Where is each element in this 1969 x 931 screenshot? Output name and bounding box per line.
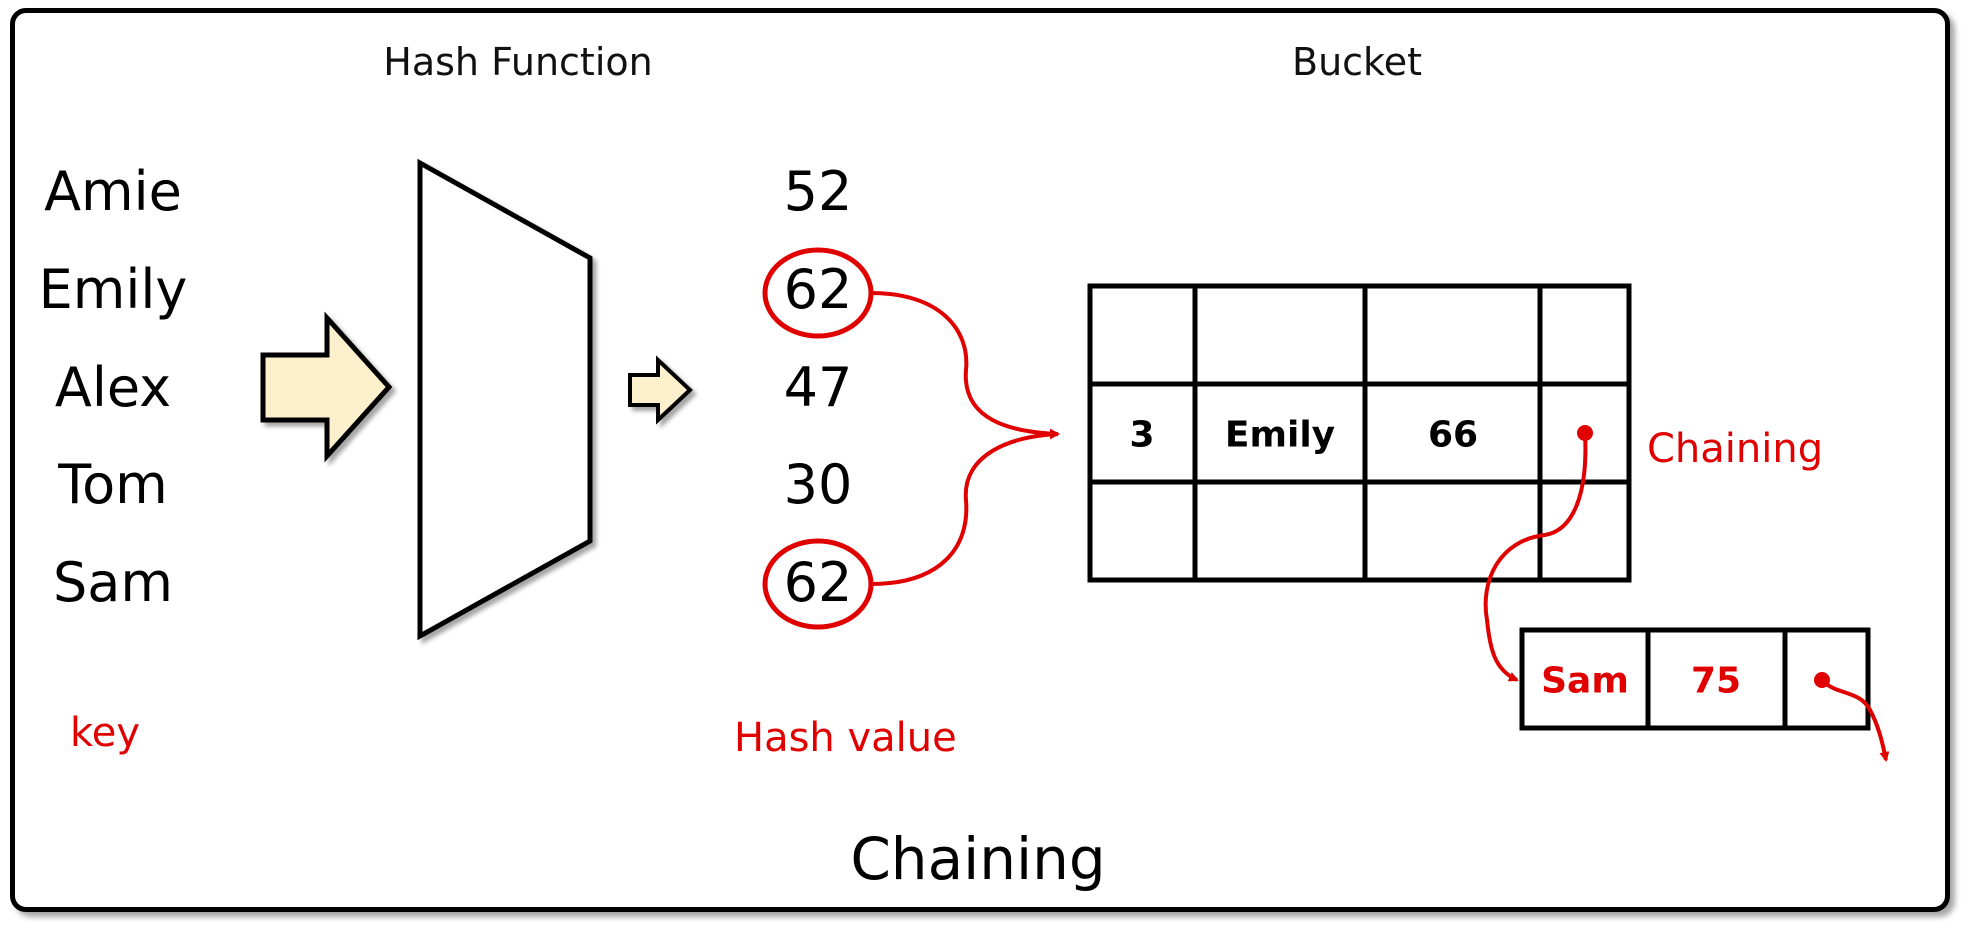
- chaining-caption: Chaining: [1647, 426, 1824, 472]
- hash-value-item: 62: [783, 551, 853, 614]
- chain-name-cell: Sam: [1541, 660, 1629, 702]
- next-pointer-arrow: [1820, 678, 1890, 762]
- mapping-arrow: [870, 291, 1060, 439]
- input-arrow-icon: [260, 311, 393, 463]
- diagram-title: Chaining: [850, 825, 1106, 893]
- hash-function-block: [417, 158, 593, 641]
- key-caption: key: [70, 710, 141, 756]
- key-item: Emily: [38, 258, 188, 321]
- hash-function-header: Hash Function: [383, 40, 653, 84]
- key-item: Alex: [54, 356, 172, 419]
- hash-value-item: 62: [783, 258, 853, 321]
- hash-value-item: 52: [783, 160, 853, 223]
- chain-score-cell: 75: [1690, 660, 1742, 702]
- bucket-table: [1087, 283, 1632, 583]
- key-item: Sam: [53, 551, 173, 614]
- chain-pointer-arrow: [1483, 432, 1588, 682]
- hash-value-caption: Hash value: [734, 715, 957, 761]
- key-item: Amie: [44, 160, 182, 223]
- hash-value-item: 47: [783, 356, 853, 419]
- hash-value-item: 30: [783, 453, 853, 516]
- key-item: Tom: [58, 453, 168, 516]
- chain-node-table: [1519, 627, 1871, 731]
- mapping-arrow: [870, 429, 1060, 586]
- bucket-name-cell: Emily: [1224, 414, 1336, 456]
- bucket-score-cell: 66: [1427, 414, 1479, 456]
- bucket-header: Bucket: [1292, 40, 1422, 84]
- bucket-index-cell: 3: [1129, 414, 1155, 456]
- output-arrow-icon: [628, 355, 693, 425]
